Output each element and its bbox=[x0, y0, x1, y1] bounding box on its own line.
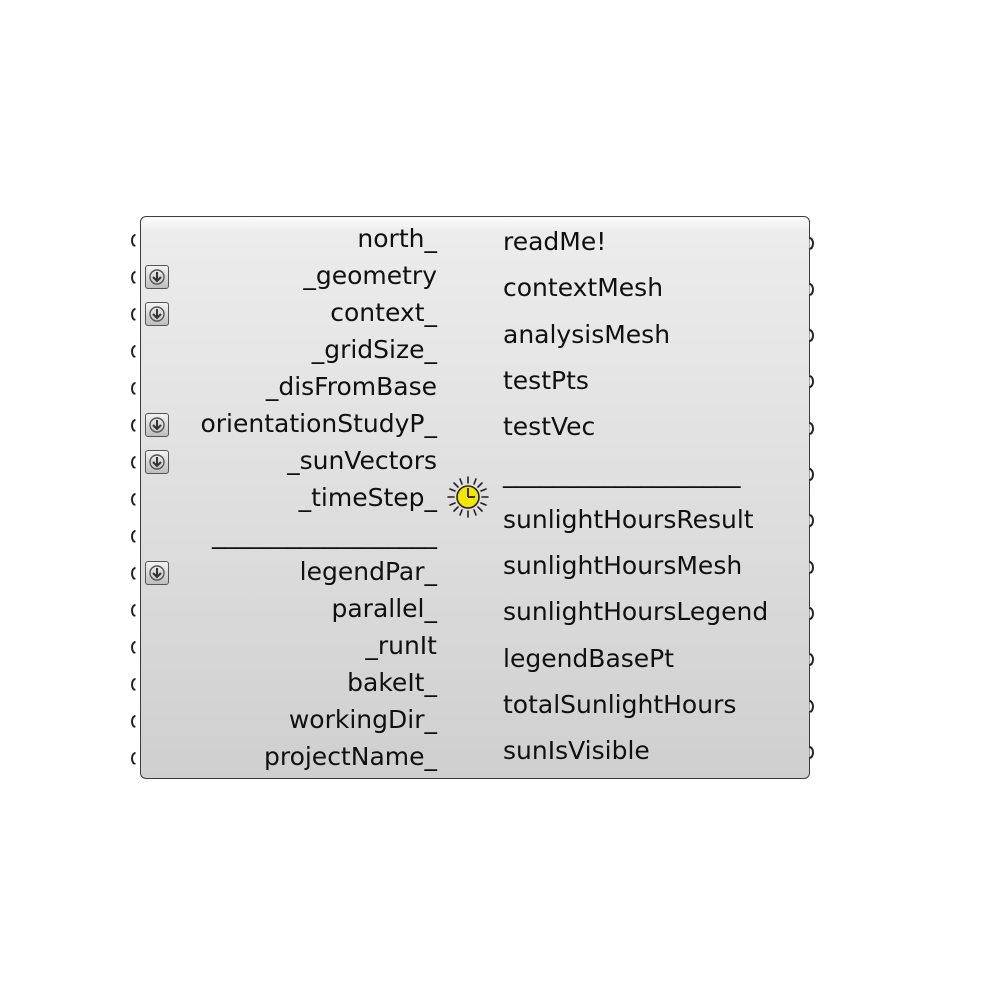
flatten-arrow-icon bbox=[145, 302, 169, 326]
input-label-context: context_ bbox=[330, 298, 437, 327]
output-label-legendbasept: legendBasePt bbox=[503, 643, 675, 673]
output-label-separator: ___________________ bbox=[503, 458, 741, 488]
input-grip-legendpar[interactable] bbox=[131, 566, 136, 580]
flatten-arrow-icon bbox=[145, 265, 169, 289]
output-label-readme: readMe! bbox=[503, 227, 607, 256]
input-grip-context[interactable] bbox=[131, 307, 136, 321]
input-label-projectname: projectName_ bbox=[263, 742, 437, 771]
output-grip-sunlighthoursmesh[interactable] bbox=[809, 560, 814, 574]
input-label-gridsize: _gridSize_ bbox=[311, 335, 437, 364]
input-grip-bakeit[interactable] bbox=[131, 677, 136, 691]
input-label-workingdir: workingDir_ bbox=[288, 705, 437, 734]
output-grip-readme[interactable] bbox=[809, 236, 814, 250]
flatten-arrow-icon bbox=[145, 450, 169, 474]
input-grip-gridsize[interactable] bbox=[131, 344, 136, 358]
input-grip-timestep[interactable] bbox=[131, 492, 136, 506]
input-label-bakeit: bakeIt_ bbox=[347, 668, 437, 697]
output-label-totalsunlighthours: totalSunlightHours bbox=[503, 690, 737, 719]
output-label-sunisvisible: sunIsVisible bbox=[503, 736, 650, 766]
input-grip-north[interactable] bbox=[131, 233, 136, 247]
input-grip-geometry[interactable] bbox=[131, 270, 136, 284]
input-label-timestep: _timeStep_ bbox=[298, 483, 437, 512]
output-grip-separator[interactable] bbox=[809, 468, 814, 481]
output-label-testpts: testPts bbox=[503, 365, 589, 395]
input-label-legendpar: legendPar_ bbox=[299, 557, 437, 586]
input-grip-workingdir[interactable] bbox=[131, 714, 136, 728]
input-label-geometry: _geometry bbox=[303, 261, 437, 290]
input-label-disfrombase: _disFromBase bbox=[265, 372, 437, 401]
output-grip-sunlighthourslegend[interactable] bbox=[809, 606, 814, 620]
output-grip-totalsunlighthours[interactable] bbox=[809, 699, 814, 713]
input-label-parallel: parallel_ bbox=[331, 594, 437, 623]
output-label-testvec: testVec bbox=[503, 412, 596, 442]
output-grip-analysismesh[interactable] bbox=[809, 329, 814, 343]
flatten-arrow-icon bbox=[145, 413, 169, 437]
output-grip-contextmesh[interactable] bbox=[809, 282, 814, 296]
output-label-sunlighthourslegend: sunlightHoursLegend bbox=[503, 597, 769, 627]
output-label-sunlighthoursmesh: sunlightHoursMesh bbox=[503, 551, 743, 581]
output-grip-testvec[interactable] bbox=[809, 421, 814, 435]
input-grip-projectname[interactable] bbox=[131, 751, 136, 765]
output-label-contextmesh: contextMesh bbox=[503, 273, 664, 303]
input-grip-disfrombase[interactable] bbox=[131, 381, 136, 395]
sunlight-hours-timer-icon bbox=[447, 476, 489, 518]
output-grip-sunisvisible[interactable] bbox=[809, 745, 814, 759]
input-grip-sunvectors[interactable] bbox=[131, 455, 136, 469]
input-label-north: north_ bbox=[357, 224, 437, 253]
input-label-sunvectors: _sunVectors bbox=[287, 446, 437, 475]
input-label-orientationstudyp: orientationStudyP_ bbox=[200, 409, 437, 438]
input-grip-runit[interactable] bbox=[131, 640, 136, 654]
input-label-separator: __________________ bbox=[212, 520, 437, 549]
flatten-arrow-icon bbox=[145, 561, 169, 585]
input-label-runit: _runIt bbox=[365, 631, 437, 660]
output-label-analysismesh: analysisMesh bbox=[503, 319, 671, 349]
input-grip-separator[interactable] bbox=[131, 529, 136, 543]
input-grip-orientationstudyp[interactable] bbox=[131, 418, 136, 432]
output-label-sunlighthoursresult: sunlightHoursResult bbox=[503, 504, 754, 534]
input-grip-parallel[interactable] bbox=[131, 603, 136, 617]
